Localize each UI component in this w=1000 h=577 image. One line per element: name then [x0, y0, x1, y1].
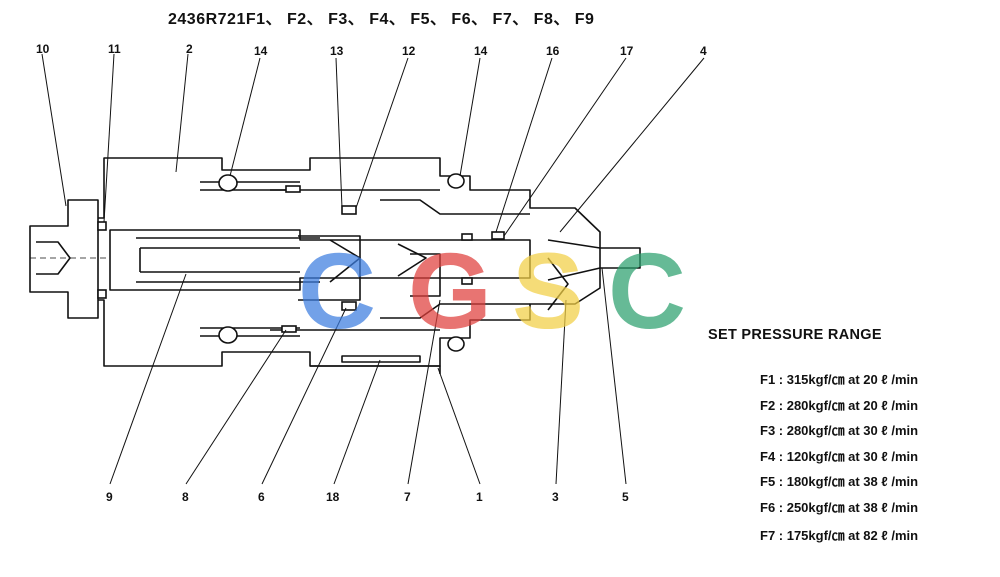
- set-pressure-item: F3 : 280kgf/㎝ at 30 ℓ /min: [760, 423, 919, 438]
- part-number-label: 12: [402, 44, 416, 58]
- set-pressure-item: F6 : 250kgf/㎝ at 38 ℓ /min: [760, 499, 919, 515]
- part-number-label: 8: [182, 490, 189, 504]
- adjusting-stem: [600, 247, 641, 269]
- watermark-letter-c2: C: [608, 230, 686, 351]
- part-number-label: 11: [108, 42, 121, 56]
- o-ring-lower: [218, 326, 238, 344]
- seal-lower: [341, 301, 357, 311]
- part-number-label: 17: [620, 44, 634, 58]
- part-number-label: 9: [106, 490, 113, 504]
- main-body: [98, 157, 601, 367]
- set-pressure-item: F7 : 175kgf/㎝ at 82 ℓ /min: [760, 528, 919, 543]
- watermark: C G S C: [298, 230, 686, 351]
- end-nut: [29, 199, 99, 319]
- part-number-label: 13: [330, 44, 344, 58]
- part-number-label: 2: [186, 42, 193, 56]
- set-pressure-heading: SET PRESSURE RANGE: [708, 327, 882, 343]
- part-number-label: 6: [258, 490, 265, 504]
- seal-16: [491, 231, 505, 240]
- part-number-label: 3: [552, 490, 559, 504]
- set-pressure-item: F5 : 180kgf/㎝ at 38 ℓ /min: [760, 474, 919, 489]
- set-pressure-list: F1 : 315kgf/㎝ at 20 ℓ /min F2 : 280kgf/㎝…: [760, 369, 918, 551]
- watermark-letter-c1: C: [298, 230, 376, 351]
- set-pressure-item: F4 : 120kgf/㎝ at 30 ℓ /min: [760, 448, 919, 464]
- set-pressure-item: F1 : 315kgf/㎝ at 20 ℓ /min: [760, 372, 919, 387]
- o-ring-14-left: [218, 174, 238, 192]
- part-number-label: 4: [700, 44, 707, 58]
- part-number-label: 5: [622, 490, 629, 504]
- o-ring-lower-right: [447, 336, 465, 352]
- part-number-label: 14: [254, 44, 268, 58]
- seal-12: [341, 205, 357, 215]
- part-number-label: 10: [36, 42, 50, 56]
- watermark-letter-s: S: [512, 230, 584, 351]
- part-number-label: 14: [474, 44, 488, 58]
- part-number-label: 7: [404, 490, 411, 504]
- part-number-label: 1: [476, 490, 483, 504]
- page-title: 2436R721F1、 F2、 F3、 F4、 F5、 F6、 F7、 F8、 …: [168, 11, 595, 28]
- set-pressure-item: F2 : 280kgf/㎝ at 20 ℓ /min: [760, 397, 919, 413]
- o-ring-14-right: [447, 173, 465, 189]
- part-number-label: 18: [326, 490, 340, 504]
- part-number-label: 16: [546, 44, 560, 58]
- watermark-letter-g: G: [408, 230, 492, 351]
